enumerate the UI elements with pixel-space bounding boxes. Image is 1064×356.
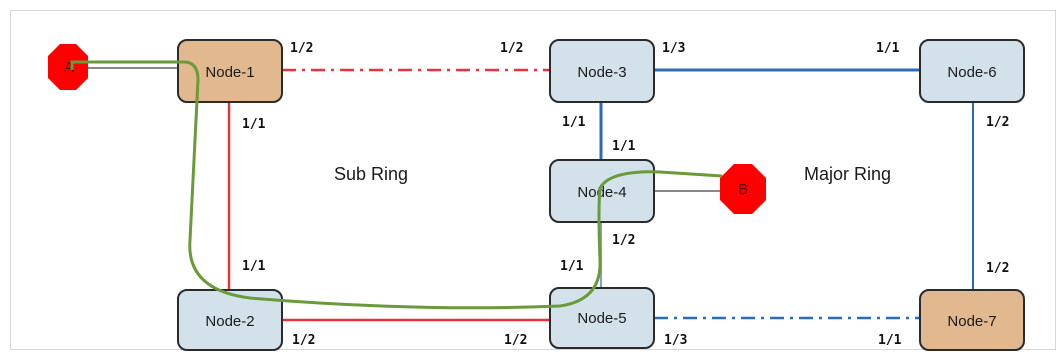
- node-3[interactable]: Node-3: [549, 39, 655, 103]
- port-label-n3-bottom: 1/1: [562, 115, 586, 130]
- node-7-label: Node-7: [947, 313, 996, 330]
- node-1-label: Node-1: [205, 64, 254, 81]
- diagram-frame: [10, 10, 1056, 350]
- traffic-path: [70, 60, 723, 310]
- node-2-box: [177, 289, 283, 351]
- sub-ring-label: Sub Ring: [334, 164, 408, 184]
- port-label-n2-top: 1/1: [242, 259, 266, 274]
- endpoint-a-label: A: [64, 59, 74, 76]
- port-label-n3-right: 1/3: [662, 41, 685, 56]
- port-label-n1-right: 1/2: [290, 41, 313, 56]
- port-label-n1-bottom: 1/1: [242, 117, 266, 132]
- node-2-label: Node-2: [205, 313, 254, 330]
- endpoint-b[interactable]: B: [720, 164, 766, 214]
- node-7-box: [919, 289, 1025, 351]
- node-3-label: Node-3: [577, 64, 626, 81]
- node-4[interactable]: Node-4: [549, 159, 655, 223]
- node-5-label: Node-5: [577, 310, 626, 327]
- port-label-n5-right: 1/3: [664, 333, 687, 348]
- node-2[interactable]: Node-2: [177, 289, 283, 351]
- endpoint-b-octagon: [720, 164, 766, 214]
- node-1[interactable]: Node-1: [177, 39, 283, 103]
- node-4-box: [549, 159, 655, 223]
- port-label-n7-left: 1/1: [878, 333, 902, 348]
- port-label-n6-bottom: 1/2: [986, 115, 1009, 130]
- port-label-n5-top: 1/1: [560, 259, 584, 274]
- port-label-n6-left: 1/1: [876, 41, 900, 56]
- port-label-n2-right: 1/2: [292, 333, 315, 348]
- node-1-box: [177, 39, 283, 103]
- port-label-n3-left: 1/2: [500, 41, 523, 56]
- node-6[interactable]: Node-6: [919, 39, 1025, 103]
- port-label-n7-top: 1/2: [986, 261, 1009, 276]
- endpoint-a[interactable]: A: [48, 44, 88, 90]
- node-6-box: [919, 39, 1025, 103]
- node-5[interactable]: Node-5: [549, 287, 655, 349]
- port-label-n5-left: 1/2: [504, 333, 527, 348]
- port-label-n4-bottom: 1/2: [612, 233, 635, 248]
- node-6-label: Node-6: [947, 64, 996, 81]
- node-4-label: Node-4: [577, 184, 626, 201]
- endpoint-a-octagon: [48, 44, 88, 90]
- node-3-box: [549, 39, 655, 103]
- node-7[interactable]: Node-7: [919, 289, 1025, 351]
- port-label-n4-top: 1/1: [612, 139, 636, 154]
- endpoint-b-label: B: [738, 181, 748, 198]
- major-ring-label: Major Ring: [804, 164, 891, 184]
